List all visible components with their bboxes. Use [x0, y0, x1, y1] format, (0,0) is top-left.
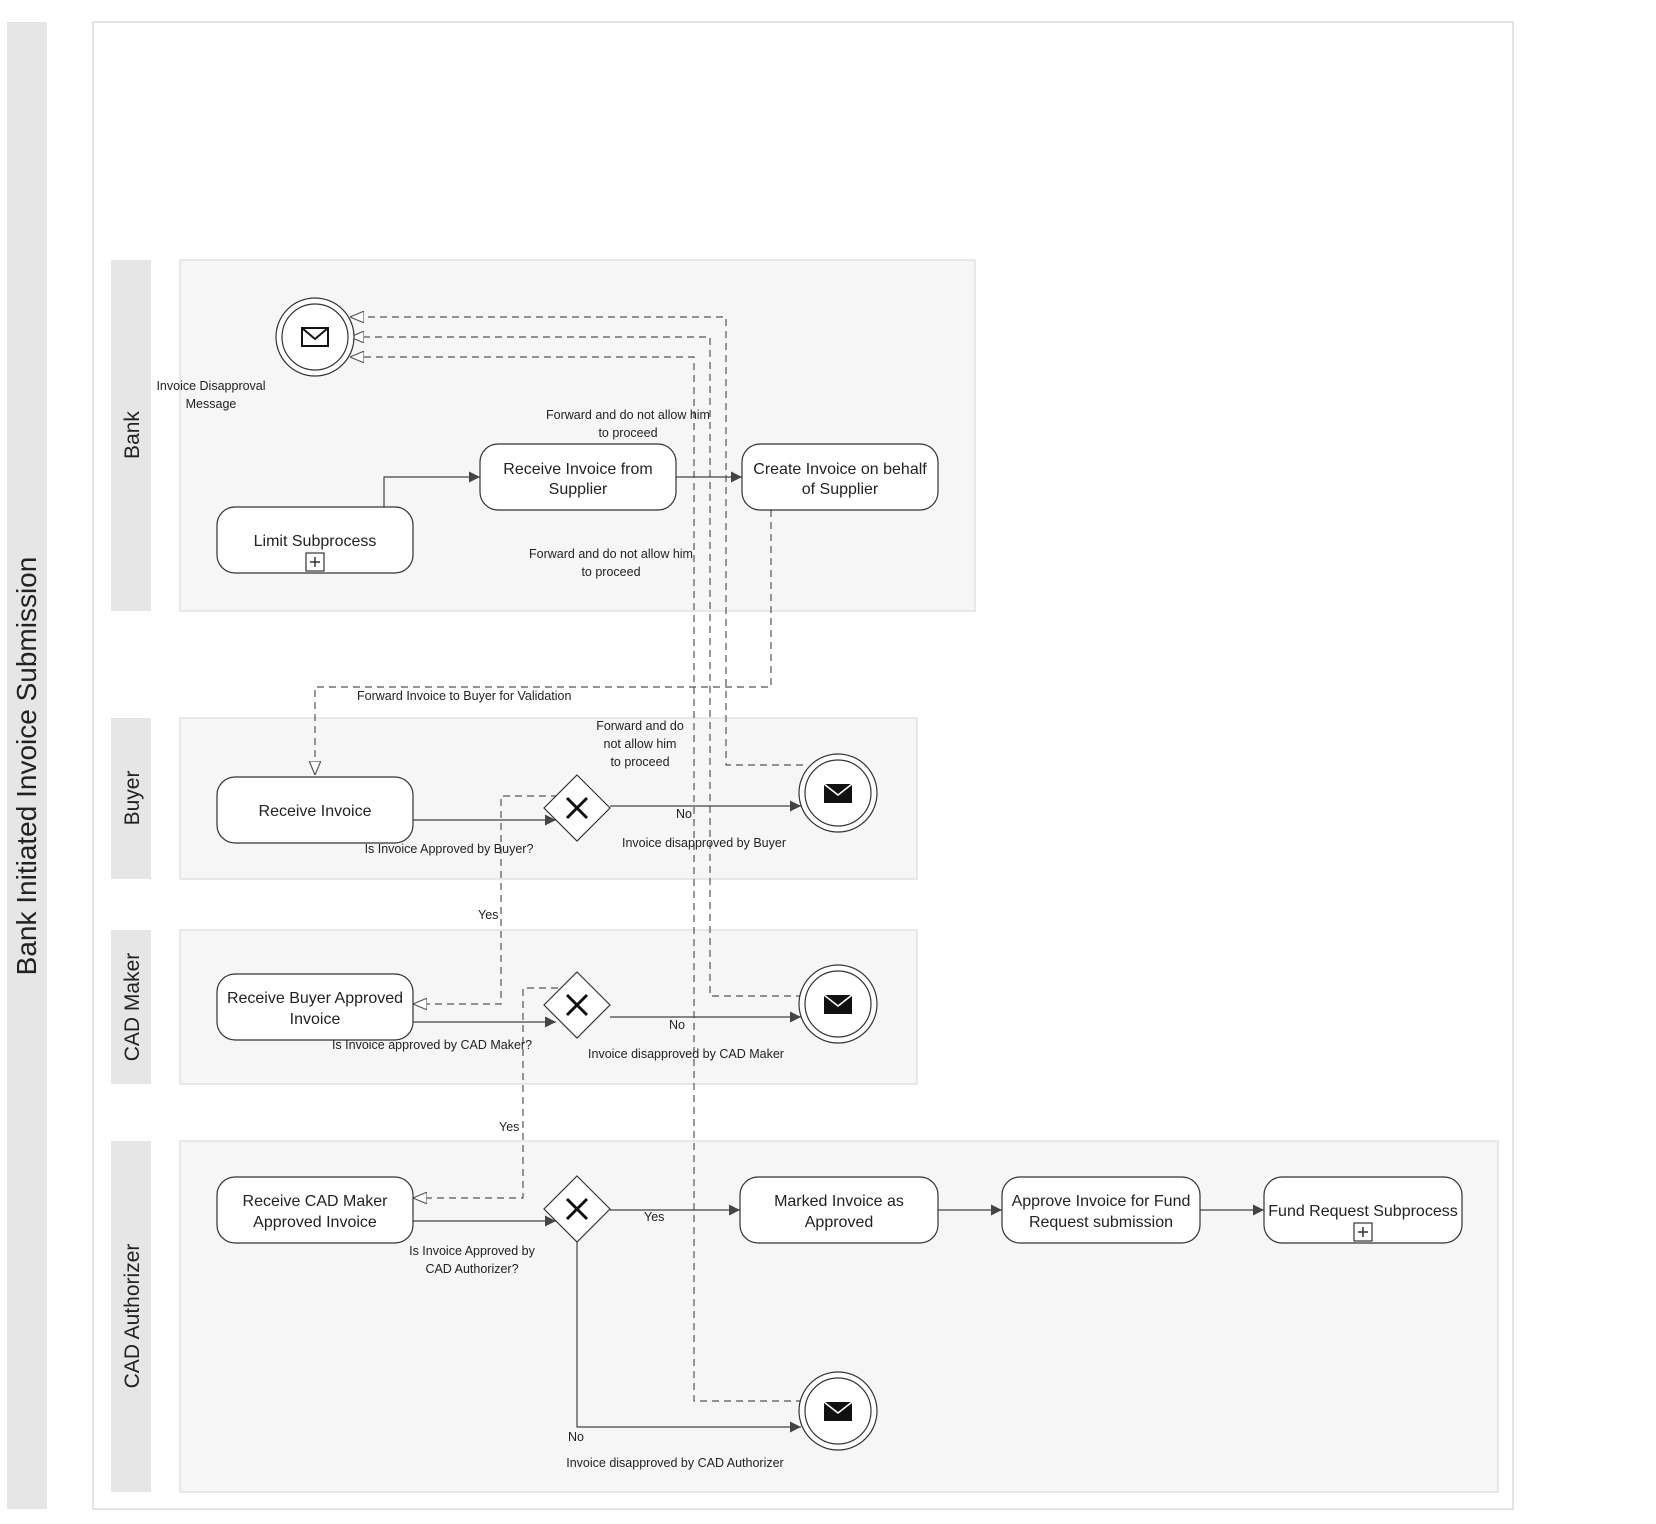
flow-label-buyer-no: No	[676, 807, 692, 821]
seq-flow-cad-authorizer-gateway-no	[576, 1242, 801, 1433]
lane-cad-authorizer-header	[111, 1141, 151, 1492]
task-receive-invoice-from-supplier-box	[479, 443, 677, 511]
subprocess-marker-icon	[305, 552, 325, 572]
flow-label-forward-not-allow-buyer-2: not allow him	[604, 737, 677, 751]
task-receive-buyer-approved-invoice-label-1: Receive Buyer Approved	[227, 990, 403, 1007]
msg-flow-buyer-yes-to-cad-maker	[413, 795, 558, 1004]
flow-label-cad-authorizer-no: No	[568, 1430, 584, 1444]
task-receive-invoice-from-supplier-label-1: Receive Invoice from	[503, 461, 652, 478]
task-limit-subprocess[interactable]: Limit Subprocess	[216, 506, 414, 574]
task-receive-invoice-box	[216, 776, 414, 844]
task-marked-invoice-as-approved-label-1: Marked Invoice as	[774, 1193, 904, 1210]
msg-flow-buyer-end-to-disapproval	[350, 317, 803, 766]
gateway-cad-maker-approval[interactable]	[543, 971, 611, 1039]
task-create-invoice-on-behalf[interactable]: Create Invoice on behalf of Supplier	[741, 443, 939, 511]
task-approve-invoice-for-fund-request-label-1: Approve Invoice for Fund	[1012, 1193, 1191, 1210]
lane-cad-maker-title: CAD Maker	[121, 953, 144, 1062]
flow-label-forward-not-allow-mid-2: to proceed	[581, 565, 640, 579]
event-label-disapproved-by-cad-maker: Invoice disapproved by CAD Maker	[588, 1047, 784, 1061]
end-event-disapproved-by-cad-authorizer[interactable]	[798, 1371, 878, 1451]
task-fund-request-subprocess[interactable]: Fund Request Subprocess	[1263, 1176, 1463, 1244]
event-label-disapproved-by-cad-authorizer: Invoice disapproved by CAD Authorizer	[566, 1456, 783, 1470]
flow-label-forward-not-allow-buyer-3: to proceed	[610, 755, 669, 769]
flow-label-cad-maker-yes: Yes	[499, 1120, 519, 1134]
gateway-buyer-approval[interactable]	[543, 774, 611, 842]
pool-title-bar	[7, 22, 47, 1509]
event-label-invoice-disapproval-2: Message	[186, 397, 237, 411]
task-approve-invoice-for-fund-request-label-2: Request submission	[1029, 1214, 1173, 1231]
exclusive-gateway-icon	[565, 796, 589, 820]
event-invoice-disapproval-message[interactable]	[275, 297, 355, 377]
lane-cad-authorizer-title: CAD Authorizer	[121, 1244, 144, 1389]
gateway-label-cad-maker-question: Is Invoice approved by CAD Maker?	[332, 1038, 532, 1052]
diagram-labels: Invoice Disapproval Message Forward and …	[156, 379, 786, 1470]
event-label-invoice-disapproval-1: Invoice Disapproval	[156, 379, 265, 393]
task-fund-request-subprocess-label: Fund Request Subprocess	[1268, 1203, 1457, 1220]
pool-title: Bank Initiated Invoice Submission	[11, 557, 42, 976]
sequence-flows	[383, 471, 1264, 1433]
task-fund-request-subprocess-box	[1263, 1176, 1463, 1244]
envelope-filled-icon	[823, 783, 853, 803]
gateway-label-buyer-question: Is Invoice Approved by Buyer?	[365, 842, 534, 856]
lane-bank-title: Bank	[121, 411, 144, 459]
flow-label-forward-not-allow-buyer-1: Forward and do	[596, 719, 684, 733]
msg-flow-cad-authorizer-end-to-disapproval	[350, 357, 803, 1402]
flow-label-forward-not-allow-top-2: to proceed	[598, 426, 657, 440]
gateway-cad-authorizer-approval[interactable]	[543, 1175, 611, 1243]
lane-buyer-header	[111, 718, 151, 879]
flow-label-forward-not-allow-top-1: Forward and do not allow him	[546, 408, 710, 422]
msg-flow-create-invoice-to-receive-invoice	[315, 510, 772, 775]
task-create-invoice-on-behalf-label-2: of Supplier	[802, 481, 879, 498]
task-create-invoice-on-behalf-box	[741, 443, 939, 511]
lane-buyer-title: Buyer	[121, 771, 144, 826]
flow-label-cad-authorizer-yes: Yes	[644, 1210, 664, 1224]
event-label-disapproved-by-buyer: Invoice disapproved by Buyer	[622, 836, 786, 850]
exclusive-gateway-icon	[565, 993, 589, 1017]
subprocess-marker-icon	[1353, 1222, 1373, 1242]
envelope-outline-icon	[301, 327, 329, 347]
task-receive-invoice[interactable]: Receive Invoice	[216, 776, 414, 844]
flow-label-buyer-yes: Yes	[478, 908, 498, 922]
msg-flow-cad-maker-end-to-disapproval	[350, 337, 803, 997]
flow-label-cad-maker-no: No	[669, 1018, 685, 1032]
lane-cad-maker-header	[111, 930, 151, 1084]
end-event-disapproved-by-cad-maker[interactable]	[798, 964, 878, 1044]
flow-label-forward-not-allow-mid-1: Forward and do not allow him	[529, 547, 693, 561]
task-create-invoice-on-behalf-label-1: Create Invoice on behalf	[753, 461, 927, 478]
task-marked-invoice-as-approved[interactable]: Marked Invoice as Approved	[739, 1176, 939, 1244]
task-approve-invoice-for-fund-request[interactable]: Approve Invoice for Fund Request submiss…	[1001, 1176, 1201, 1244]
task-limit-subprocess-label: Limit Subprocess	[254, 533, 377, 550]
task-receive-invoice-from-supplier[interactable]: Receive Invoice from Supplier	[479, 443, 677, 511]
task-receive-buyer-approved-invoice-box	[216, 973, 414, 1041]
task-limit-subprocess-box	[216, 506, 414, 574]
task-receive-invoice-label: Receive Invoice	[259, 803, 372, 820]
task-receive-cad-maker-approved-invoice[interactable]: Receive CAD Maker Approved Invoice	[216, 1176, 414, 1244]
task-marked-invoice-as-approved-label-2: Approved	[805, 1214, 874, 1231]
end-event-disapproved-by-buyer[interactable]	[798, 753, 878, 833]
task-receive-buyer-approved-invoice[interactable]: Receive Buyer Approved Invoice	[216, 973, 414, 1041]
gateway-label-cad-authorizer-question-1: Is Invoice Approved by	[409, 1244, 536, 1258]
seq-flow-limit-to-receive-supplier	[383, 471, 480, 507]
flow-label-forward-to-buyer: Forward Invoice to Buyer for Validation	[357, 689, 572, 703]
task-receive-cad-maker-approved-invoice-box	[216, 1176, 414, 1244]
task-receive-cad-maker-approved-invoice-label-1: Receive CAD Maker	[243, 1193, 389, 1210]
task-approve-invoice-for-fund-request-box	[1001, 1176, 1201, 1244]
envelope-filled-icon	[823, 1401, 853, 1421]
message-flows	[315, 317, 803, 1402]
task-marked-invoice-as-approved-box	[739, 1176, 939, 1244]
task-receive-cad-maker-approved-invoice-label-2: Approved Invoice	[253, 1214, 377, 1231]
exclusive-gateway-icon	[565, 1197, 589, 1221]
lane-bank-header	[111, 260, 151, 611]
gateway-label-cad-authorizer-question-2: CAD Authorizer?	[425, 1262, 518, 1276]
task-receive-invoice-from-supplier-label-2: Supplier	[549, 481, 608, 498]
envelope-filled-icon	[823, 994, 853, 1014]
task-receive-buyer-approved-invoice-label-2: Invoice	[290, 1011, 341, 1028]
msg-flow-cad-maker-yes-to-cad-authorizer	[413, 987, 558, 1198]
